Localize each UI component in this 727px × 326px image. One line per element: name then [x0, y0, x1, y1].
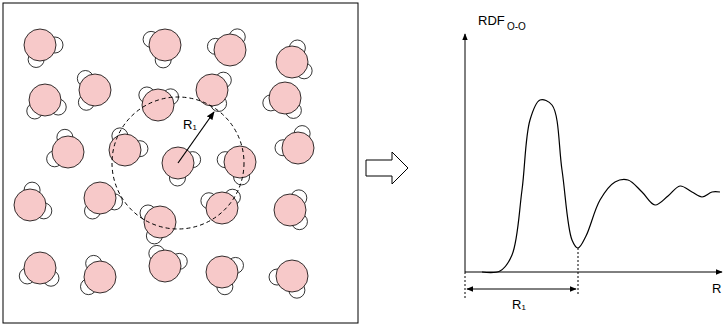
oxygen-atom — [269, 82, 301, 114]
oxygen-atom — [24, 252, 56, 284]
water-molecule — [201, 189, 241, 224]
oxygen-atom — [214, 34, 246, 66]
water-molecule — [77, 71, 111, 111]
water-molecule — [149, 245, 187, 282]
minimum-marker — [578, 248, 579, 296]
oxygen-atom — [206, 256, 238, 288]
oxygen-atom — [52, 136, 84, 168]
water-molecules — [14, 29, 314, 298]
r1-span-label: R₁ — [512, 298, 526, 311]
oxygen-atom — [224, 146, 256, 178]
oxygen-atom — [84, 182, 116, 214]
oxygen-atom — [79, 74, 111, 106]
water-molecule — [217, 146, 256, 185]
x-axis-label: R — [712, 282, 721, 295]
transform-arrow — [366, 152, 408, 184]
water-molecule — [24, 29, 63, 67]
oxygen-atom — [196, 74, 228, 106]
y-axis-label: RDF — [478, 14, 505, 27]
water-molecule — [274, 190, 307, 230]
water-molecule — [276, 40, 312, 79]
oxygen-atom — [282, 132, 314, 164]
water-molecule — [263, 82, 302, 118]
panel-frame — [3, 3, 358, 323]
water-molecule — [81, 255, 116, 294]
water-molecule — [162, 147, 201, 186]
oxygen-atom — [14, 189, 46, 221]
water-molecule — [275, 126, 314, 164]
water-molecule — [14, 182, 52, 221]
y-axis-subscript: O-O — [507, 22, 526, 32]
oxygen-atom — [149, 29, 181, 61]
water-molecule — [207, 29, 246, 66]
water-molecule — [143, 29, 181, 68]
water-molecule — [27, 84, 66, 119]
water-molecule — [269, 260, 308, 298]
cutoff-circle — [112, 97, 244, 229]
water-molecule — [196, 72, 231, 111]
oxygen-atom — [276, 260, 308, 292]
oxygen-atom — [206, 192, 238, 224]
y-axis — [465, 34, 466, 272]
radius-label: R₁ — [182, 118, 198, 131]
oxygen-atom — [84, 261, 116, 293]
oxygen-atom — [149, 250, 181, 282]
water-molecule — [47, 129, 84, 168]
oxygen-atom — [274, 194, 306, 226]
oxygen-atom — [29, 84, 61, 116]
water-molecule — [140, 205, 176, 244]
water-molecule — [206, 256, 243, 295]
oxygen-atom — [142, 89, 174, 121]
water-molecule — [139, 87, 179, 121]
origin-marker — [465, 272, 466, 300]
oxygen-atom — [24, 29, 56, 61]
x-axis — [465, 272, 722, 273]
rdf-curve — [482, 100, 720, 273]
water-molecule — [109, 128, 148, 166]
r1-span-arrow — [467, 289, 576, 290]
oxygen-atom — [276, 46, 308, 78]
radius-arrow — [178, 112, 214, 163]
water-molecule — [84, 182, 122, 219]
water-molecule — [19, 252, 59, 286]
